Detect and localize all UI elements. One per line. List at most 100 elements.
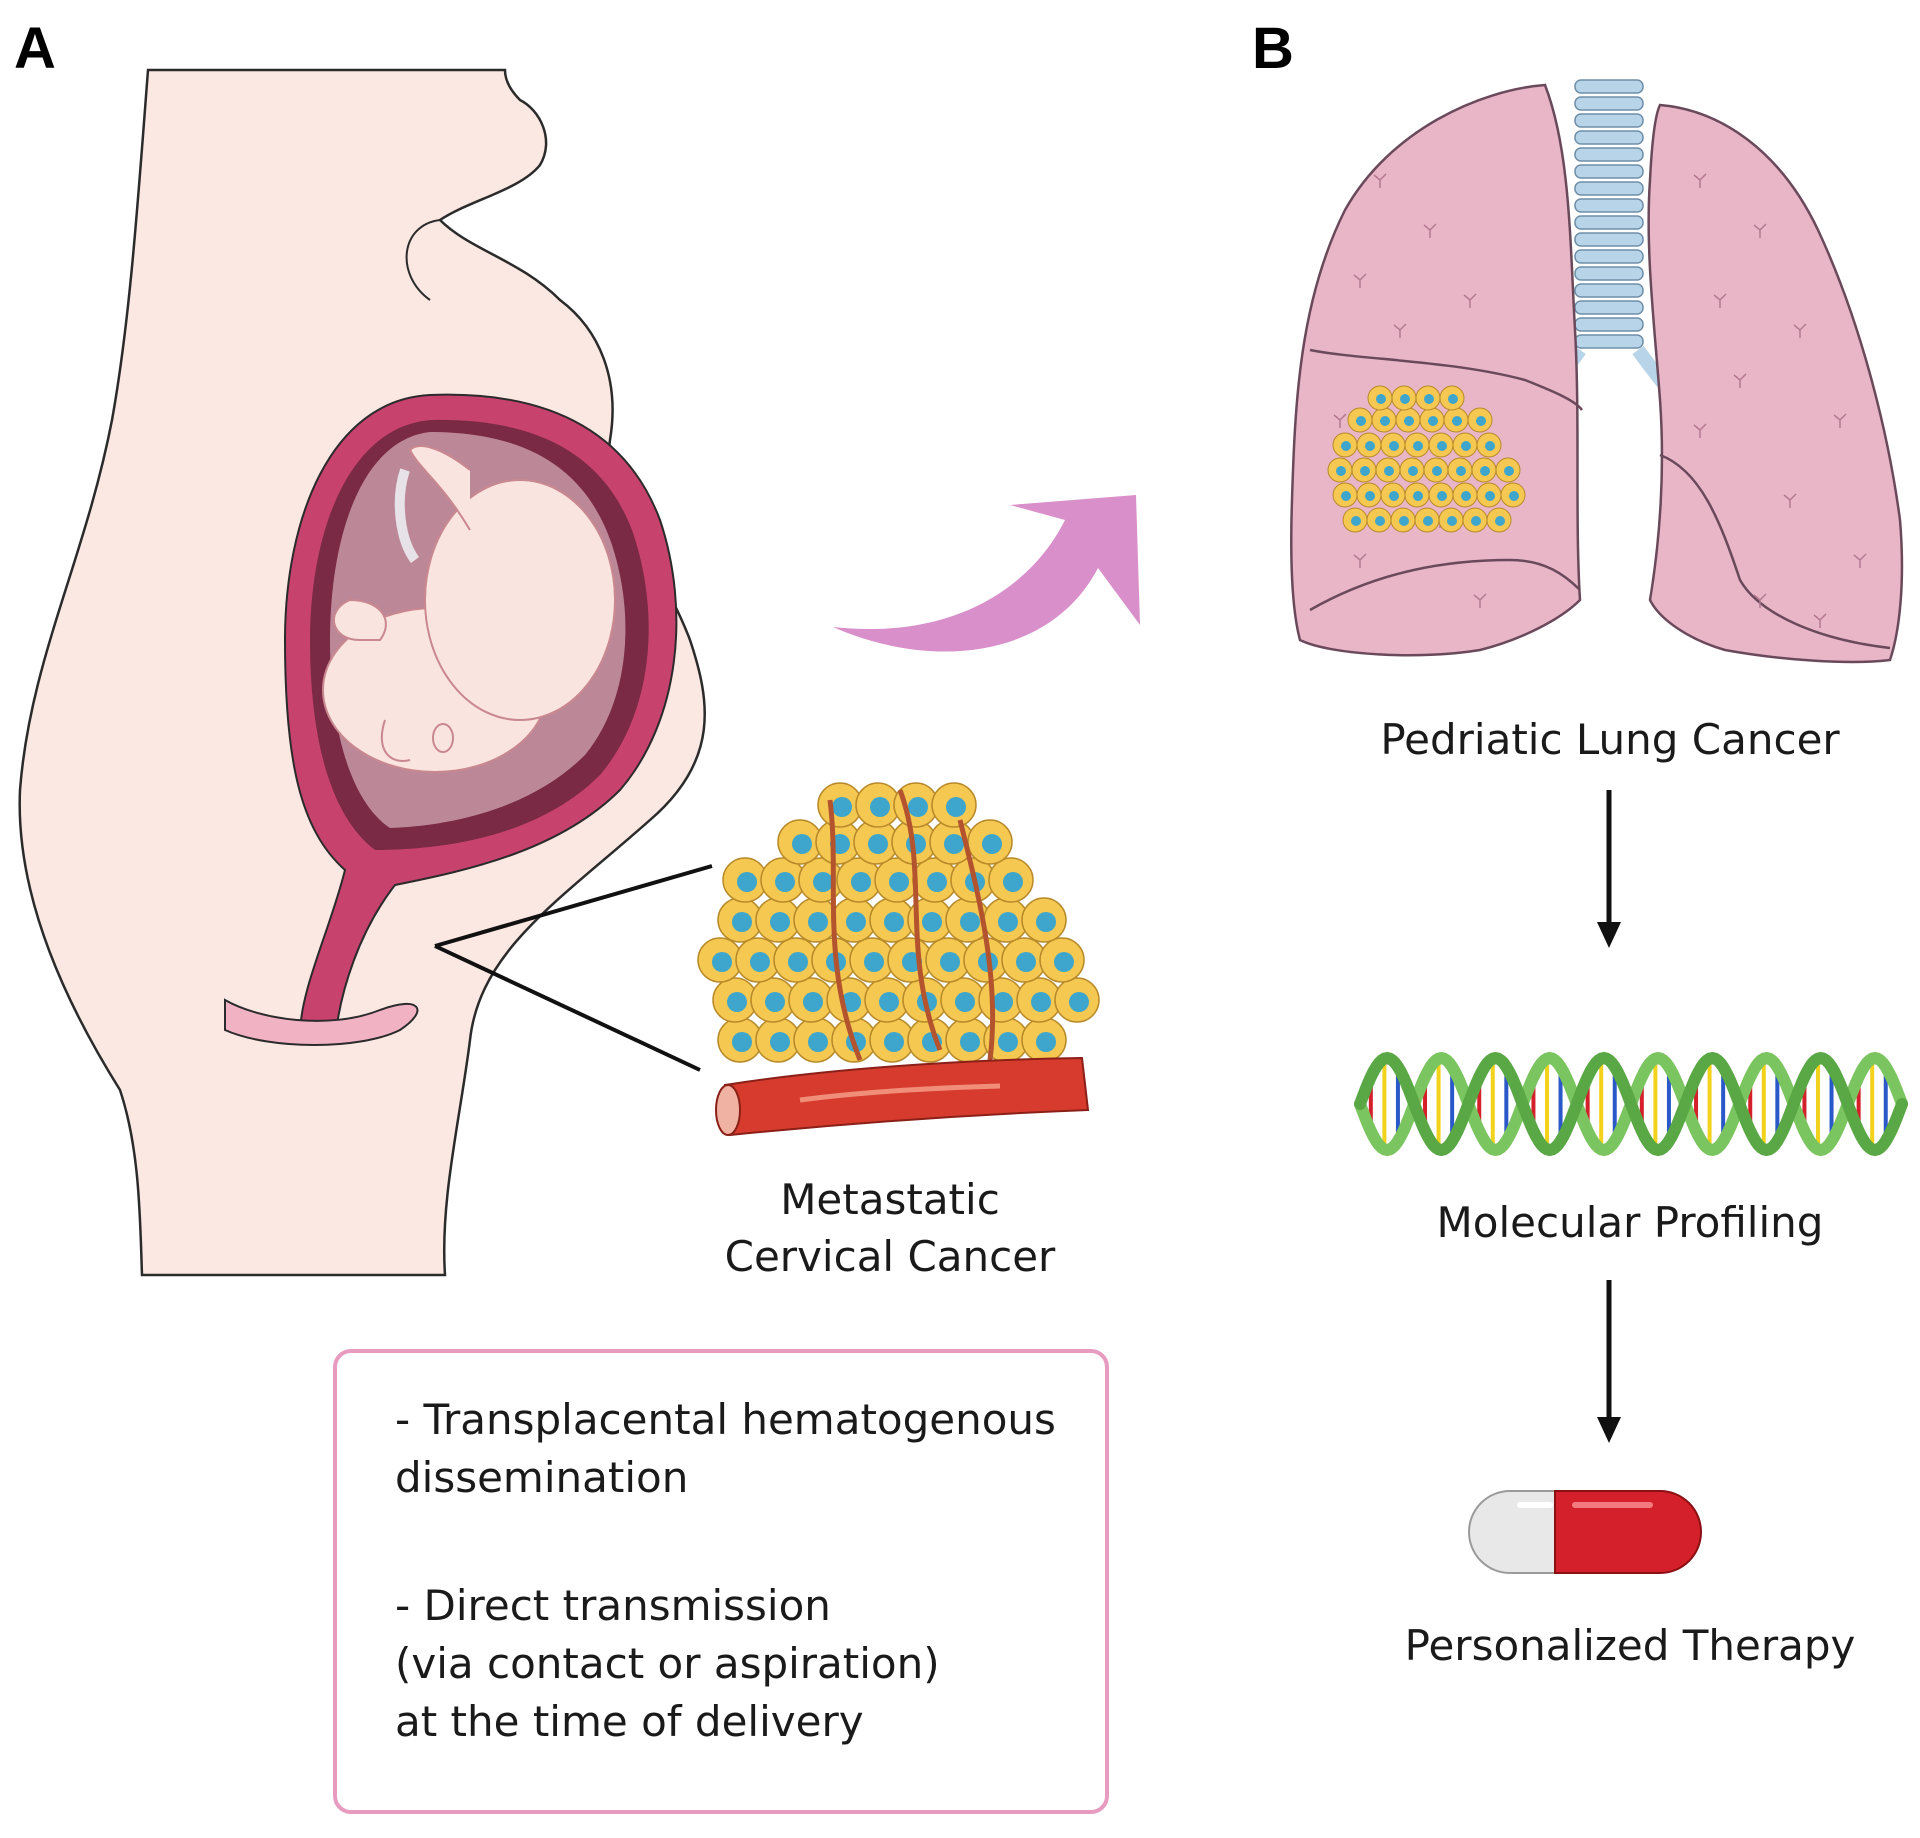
tumor-cell: [1001, 937, 1047, 983]
lung-speck: [1393, 323, 1407, 338]
zoom-line-top: [434, 864, 713, 948]
blood-vessel: [715, 1056, 1090, 1137]
flow-arrow-1: [1597, 790, 1621, 948]
vaginal-canal: [224, 998, 419, 1046]
breast-curve: [405, 219, 441, 301]
lung-tumor-cell: [1404, 482, 1430, 508]
trachea-ring: [1574, 164, 1644, 179]
lung-tumor-cell: [1452, 482, 1478, 508]
lung-speck: [1463, 293, 1477, 308]
tumor-cell: [712, 977, 758, 1023]
lung-tumor-cell: [1500, 482, 1526, 508]
lung-speck: [1753, 223, 1767, 238]
lung-texture: [1333, 173, 1867, 628]
lung-tumor-cell: [1467, 407, 1493, 433]
lung-speck: [1833, 413, 1847, 428]
lung-tumor-cell: [1390, 507, 1416, 533]
trachea-ring: [1574, 215, 1644, 230]
tumor-cell: [735, 937, 781, 983]
trachea-ring: [1574, 266, 1644, 281]
lung-speck: [1783, 493, 1797, 508]
tumor-vessel-strand: [957, 819, 996, 1061]
lung-tumor-cell: [1428, 482, 1454, 508]
lung-tumor-cell: [1443, 407, 1469, 433]
tumor-cell: [1054, 977, 1100, 1023]
lung-tumor-cluster: [1327, 385, 1526, 533]
tumor-cell: [1039, 937, 1085, 983]
lung-tumor-cell: [1356, 482, 1382, 508]
tumor-cell: [722, 857, 768, 903]
trachea-ring: [1574, 232, 1644, 247]
tumor-cell-cluster: [697, 782, 1100, 1063]
tumor-cell: [750, 977, 796, 1023]
lung-left-fissure-1: [1309, 348, 1584, 411]
lung-speck: [1373, 173, 1387, 188]
note-direct-transmission: - Direct transmission (via contact or as…: [395, 1581, 940, 1746]
trachea-ring: [1574, 96, 1644, 111]
lung-speck: [1713, 293, 1727, 308]
tumor-cell: [988, 857, 1034, 903]
tumor-cell: [849, 937, 895, 983]
lung-tumor-cell: [1327, 457, 1353, 483]
lung-tumor-cell: [1332, 432, 1358, 458]
lung-tumor-cell: [1356, 432, 1382, 458]
lung-tumor-cell: [1351, 457, 1377, 483]
trachea-ring: [1574, 79, 1644, 94]
panel-letter-a: A: [14, 16, 56, 81]
lung-tumor-cell: [1395, 407, 1421, 433]
lung-tumor-cell: [1380, 432, 1406, 458]
tumor-cell: [931, 782, 977, 828]
tumor-label: Metastatic Cervical Cancer: [724, 1175, 1056, 1281]
lung-speck: [1693, 173, 1707, 188]
lung-tumor-cell: [1462, 507, 1488, 533]
note-transplacental: - Transplacental hematogenous disseminat…: [395, 1395, 1056, 1502]
personalized-therapy-label: Personalized Therapy: [1404, 1621, 1856, 1670]
lung-tumor-cell: [1495, 457, 1521, 483]
lungs-illustration: [1290, 79, 1904, 664]
tumor-cell: [1021, 897, 1067, 943]
trachea-ring: [1574, 249, 1644, 264]
tumor-cell: [697, 937, 743, 983]
tumor-cell: [925, 937, 971, 983]
lung-speck: [1353, 553, 1367, 568]
tumor-cell: [855, 782, 901, 828]
lung-tumor-cell: [1342, 507, 1368, 533]
lung-right-fissure: [1659, 453, 1891, 650]
lung-speck: [1793, 323, 1807, 338]
tumor-cell: [940, 977, 986, 1023]
lung-tumor-cell: [1428, 432, 1454, 458]
lung-speck: [1353, 273, 1367, 288]
tumor-cell: [864, 977, 910, 1023]
trachea-ring: [1574, 283, 1644, 298]
lung-speck: [1813, 613, 1827, 628]
lung-speck: [1753, 593, 1767, 608]
lung-speck: [1733, 373, 1747, 388]
lung-right-lobe: [1647, 103, 1904, 664]
curved-arrow: [833, 495, 1140, 652]
mechanisms-box: - Transplacental hematogenous disseminat…: [333, 1349, 1109, 1814]
lung-left-fissure-2: [1309, 558, 1581, 612]
tumor-cell: [836, 857, 882, 903]
tumor-cell: [793, 897, 839, 943]
tumor-cell: [788, 977, 834, 1023]
pregnant-woman-illustration: [18, 68, 706, 1277]
lung-speck: [1853, 553, 1867, 568]
dna-backbone-2: [1354, 1051, 1908, 1157]
tumor-vessel-strand: [827, 799, 863, 1061]
pill-capsule: [1468, 1490, 1702, 1574]
trachea-ring: [1574, 334, 1644, 349]
trachea-ring: [1574, 198, 1644, 213]
lung-tumor-cell: [1380, 482, 1406, 508]
lung-tumor-cell: [1332, 482, 1358, 508]
lung-speck: [1423, 223, 1437, 238]
lung-tumor-cell: [1419, 407, 1445, 433]
flow-arrow-2: [1597, 1280, 1621, 1443]
dna-double-helix: [1354, 1051, 1908, 1157]
lung-speck: [1333, 413, 1347, 428]
lung-speck: [1693, 423, 1707, 438]
tumor-cell: [760, 857, 806, 903]
lung-tumor-cell: [1399, 457, 1425, 483]
lung-tumor-cell: [1447, 457, 1473, 483]
lung-tumor-cell: [1452, 432, 1478, 458]
